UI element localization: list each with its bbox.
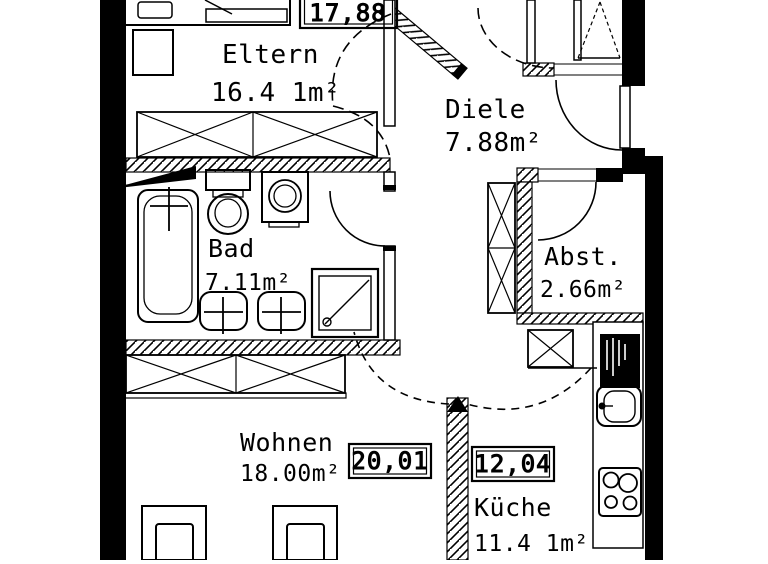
window-opening-triangle bbox=[577, 1, 621, 59]
wall-abst-bottom bbox=[516, 312, 644, 325]
bathtub bbox=[137, 187, 199, 323]
label-kueche-area: 11.4 1m² bbox=[474, 531, 589, 557]
wall-topright-upper bbox=[622, 0, 645, 86]
abst-door-jamb-black bbox=[596, 168, 623, 182]
door-arc-topright-room bbox=[555, 79, 623, 151]
shower bbox=[310, 267, 380, 339]
label-eltern-area: 16.4 1m² bbox=[211, 78, 340, 108]
door-arc-abst bbox=[537, 181, 597, 241]
door-openings bbox=[528, 63, 622, 369]
bed-pillow bbox=[137, 1, 173, 19]
outer-walls bbox=[100, 0, 663, 560]
wall-right bbox=[645, 156, 663, 560]
bed bbox=[123, 0, 291, 26]
arc-entrance-left-upper bbox=[331, 13, 392, 107]
kitchen-sink bbox=[596, 385, 642, 427]
wall-abst-top-left bbox=[516, 167, 539, 183]
label-bad-area: 7.11m² bbox=[205, 270, 291, 296]
label-diele-area: 7.88m² bbox=[445, 128, 542, 158]
kitchen-appliance-black bbox=[600, 334, 640, 388]
room-bad-furniture bbox=[137, 169, 380, 339]
arc-entrance-right bbox=[477, 7, 554, 69]
label-wohnen-name: Wohnen bbox=[240, 428, 333, 457]
label-wohnen-area: 18.00m² bbox=[240, 461, 340, 487]
arc-entrance-left-lower bbox=[332, 105, 391, 159]
room-wohnen-furniture bbox=[124, 354, 347, 563]
label-kueche-name: Küche bbox=[474, 493, 552, 522]
wall-left bbox=[100, 0, 126, 560]
label-diele-name: Diele bbox=[445, 95, 526, 125]
kitchen-stove bbox=[598, 467, 642, 517]
label-eltern-name: Eltern bbox=[222, 40, 319, 70]
tall-cabinet bbox=[487, 182, 516, 314]
window-right bbox=[619, 85, 631, 149]
wall-topright-lower bbox=[622, 148, 645, 174]
dim-box-kueche: 12,04 bbox=[470, 445, 556, 483]
wall-topright-band bbox=[522, 62, 555, 77]
sink-left bbox=[199, 291, 248, 334]
wardrobe-wohnen bbox=[124, 354, 347, 399]
room-kueche-appliances bbox=[596, 334, 642, 517]
toilet bbox=[205, 169, 251, 235]
arc-wohnen-opening bbox=[353, 331, 450, 405]
label-abst-area: 2.66m² bbox=[540, 277, 626, 303]
door-arcs-solid bbox=[329, 79, 623, 247]
wall-bad-right-bottom bbox=[383, 245, 396, 341]
wall-abst-left bbox=[516, 181, 533, 314]
dim-box-top-value: 17,88 bbox=[309, 0, 386, 27]
arc-kueche-door bbox=[466, 367, 592, 411]
wardrobe-eltern bbox=[136, 111, 378, 158]
nightstand bbox=[132, 29, 174, 76]
dim-box-wohnen: 20,01 bbox=[347, 442, 433, 480]
dim-box-kueche-value: 12,04 bbox=[474, 450, 551, 478]
crossed-cabinet bbox=[527, 329, 574, 368]
armchair-left bbox=[141, 505, 207, 563]
wall-diele-top-partition bbox=[526, 0, 536, 64]
wall-window-mullion bbox=[573, 0, 582, 61]
bed-blanket bbox=[205, 8, 288, 23]
wall-eltern-bad bbox=[125, 157, 391, 173]
hatched-walls bbox=[110, 1, 644, 561]
shaft-wedge bbox=[110, 166, 196, 189]
room-labels: Eltern 16.4 1m² Diele 7.88m² Bad 7.11m² … bbox=[205, 40, 626, 557]
pillar-cap bbox=[447, 396, 468, 412]
bathtub-faucet-cross bbox=[150, 187, 188, 231]
dimension-boxes: 17,88 20,01 12,04 bbox=[298, 0, 556, 483]
room-eltern-furniture bbox=[123, 0, 378, 158]
wall-kueche-pillar bbox=[446, 397, 469, 561]
dim-box-top: 17,88 bbox=[298, 0, 399, 30]
dim-box-wohnen-value: 20,01 bbox=[351, 447, 428, 475]
armchair-right bbox=[272, 505, 338, 563]
door-arcs-dashed bbox=[331, 7, 592, 411]
wall-eltern-right bbox=[383, 0, 396, 127]
label-abst-name: Abst. bbox=[544, 242, 622, 271]
sink-right bbox=[257, 291, 306, 334]
bad-door-jambs bbox=[383, 185, 396, 251]
bed-blanket-fold bbox=[204, 0, 233, 15]
washing-machine bbox=[261, 171, 309, 228]
label-bad-name: Bad bbox=[208, 234, 255, 263]
diele-cabinets bbox=[487, 182, 574, 368]
door-arc-bad bbox=[329, 190, 386, 247]
wall-bad-right-top bbox=[383, 171, 396, 192]
